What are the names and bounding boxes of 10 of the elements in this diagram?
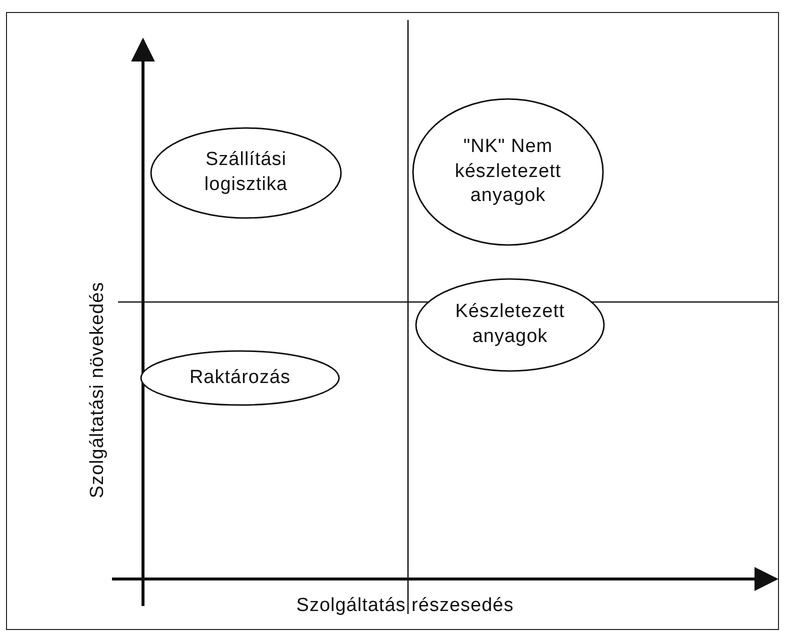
node-label: "NK" Nem készletezett anyagok: [454, 134, 562, 208]
ellipse-node: [140, 350, 340, 406]
node-label: Szállítási logisztika: [203, 148, 289, 197]
ellipse-node: [150, 127, 342, 219]
axis-title: Szolgáltatás részesedés: [296, 595, 514, 617]
ellipse-node: [412, 98, 604, 246]
node-label: Készletezett anyagok: [454, 300, 566, 349]
ellipse-node: [415, 278, 605, 372]
axis-title: Szolgáltatási növekedés: [87, 282, 109, 498]
node-label: Raktározás: [189, 366, 291, 390]
